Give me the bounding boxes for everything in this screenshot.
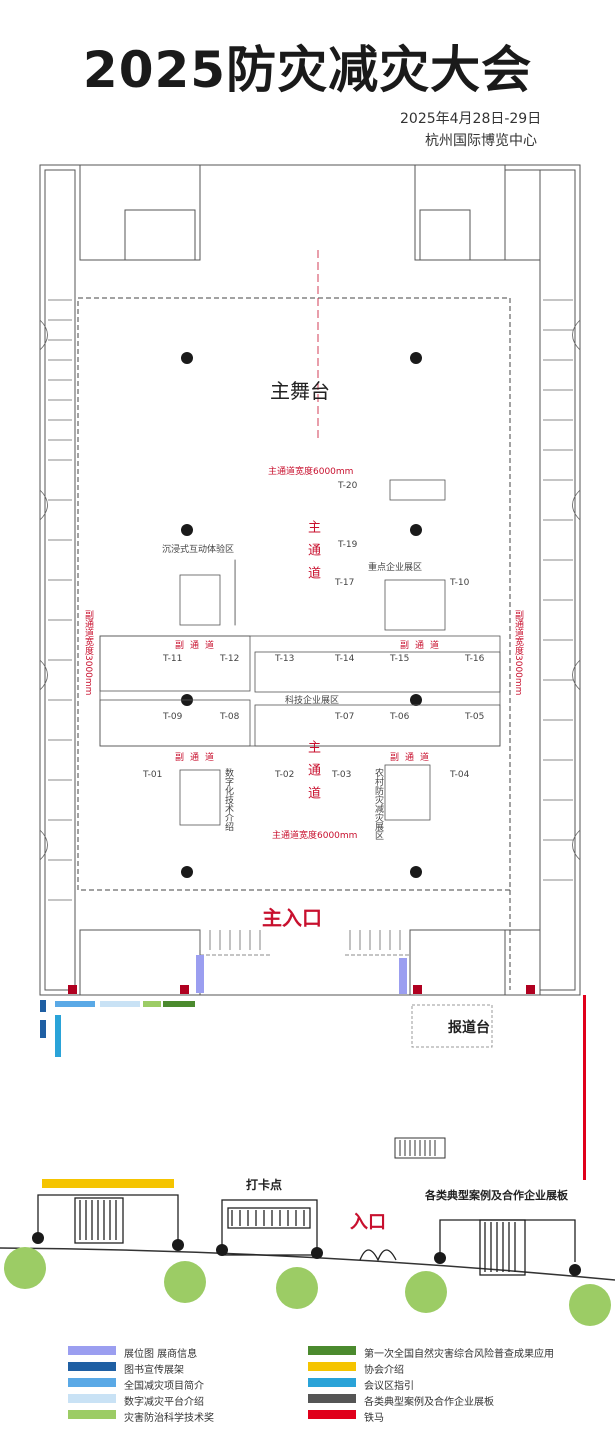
booth-label: T-20 (338, 481, 358, 491)
zone-rural: 农村防灾减灾展区 (373, 768, 383, 840)
booth-label: T-14 (335, 654, 355, 664)
booth-label: T-03 (332, 770, 352, 780)
legend-item: 图书宣传展架 (124, 1365, 184, 1376)
legend-item: 会议区指引 (364, 1381, 414, 1392)
booth-label: T-09 (163, 712, 183, 722)
page-title: 2025防灾减灾大会 (82, 41, 533, 99)
main-entrance-label: 主入口 (262, 906, 322, 930)
zone-immersive: 沉浸式互动体验区 (162, 545, 235, 555)
booth-label: T-10 (450, 578, 470, 588)
cases-board-label: 各类典型案例及合作企业展板 (425, 1189, 568, 1202)
main-stage-label: 主舞台 (270, 379, 330, 403)
booth-label: T-04 (450, 770, 470, 780)
booth-label: T-13 (275, 654, 295, 664)
zone-key-enterprise: 重点企业展区 (368, 563, 423, 573)
booth-label: T-06 (390, 712, 410, 722)
aisle-label-3: 副通道 (175, 753, 221, 763)
booth-label: T-19 (338, 540, 358, 550)
legend-item: 第一次全国自然灾害综合风险普查成果应用 (364, 1349, 554, 1360)
legend-item: 铁马 (364, 1413, 384, 1424)
booth-label: T-01 (143, 770, 163, 780)
booth-label: T-08 (220, 712, 240, 722)
booth-label: T-16 (465, 654, 485, 664)
booth-label: T-05 (465, 712, 485, 722)
booth-label: T-12 (220, 654, 240, 664)
checkin-point: 打卡点 (246, 1178, 283, 1192)
event-date: 2025年4月28日-29日 (400, 111, 542, 127)
legend-item: 灾害防治科学技术奖 (124, 1413, 214, 1424)
booth-label: T-15 (390, 654, 410, 664)
booth-label: T-07 (335, 712, 355, 722)
zone-digital: 数字化技术介绍 (223, 768, 233, 831)
legend-item: 各类典型案例及合作企业展板 (364, 1397, 494, 1408)
aisle-label-4: 副通道 (390, 753, 436, 763)
booth-label: T-02 (275, 770, 295, 780)
event-venue: 杭州国际博览中心 (425, 133, 537, 149)
legend-item: 数字减灾平台介绍 (124, 1397, 204, 1408)
main-aisle-vertical-bottom: 主通道 (305, 740, 320, 809)
legend-item: 全国减灾项目简介 (124, 1381, 204, 1392)
aisle-label-2: 副通道 (400, 641, 446, 651)
zone-enterprise: 科技企业展区 (285, 696, 340, 706)
legend-item: 展位图 展商信息 (124, 1349, 198, 1360)
side-aisle-left: 副通道宽度3000mm (83, 610, 93, 696)
booth-label: T-17 (335, 578, 355, 588)
main-aisle-vertical-top: 主通道 (305, 520, 320, 589)
entrance-label: 入口 (350, 1212, 386, 1233)
booth-label: T-11 (163, 654, 183, 664)
main-aisle-width-top: 主通道宽度6000mm (268, 467, 354, 477)
main-aisle-width-bottom: 主通道宽度6000mm (272, 831, 358, 841)
legend-item: 协会介绍 (364, 1365, 404, 1376)
registration-desk: 报道台 (448, 1020, 490, 1036)
side-aisle-right: 副通道宽度3000mm (513, 610, 523, 696)
aisle-label-1: 副通道 (175, 641, 221, 651)
